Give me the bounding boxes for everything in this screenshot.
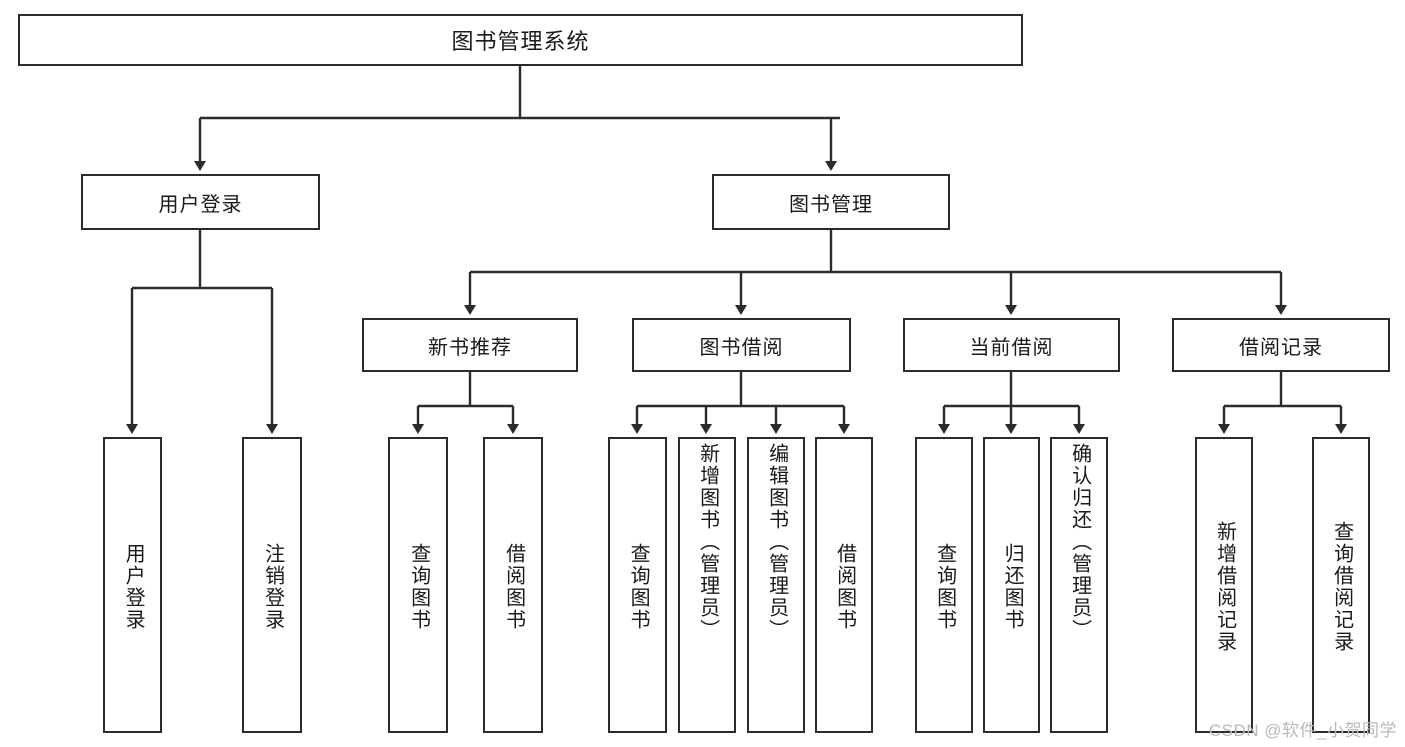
node-root[interactable]: 图书管理系统 xyxy=(18,14,1023,66)
leaf-edit-book-admin-label: 编辑图书（管理员） xyxy=(765,443,788,641)
watermark: CSDN @软件_小贺同学 xyxy=(1208,721,1397,740)
node-new-book-recommend-label: 新书推荐 xyxy=(428,336,512,359)
leaf-borrow-book-recommend-label: 借阅图书 xyxy=(502,543,525,631)
leaf-logout-label: 注销登录 xyxy=(261,543,284,631)
leaf-user-login-label: 用户登录 xyxy=(122,543,145,631)
leaf-query-book-current-label: 查询图书 xyxy=(933,543,956,631)
leaf-edit-book-admin[interactable]: 编辑图书（管理员） xyxy=(747,437,805,733)
node-user-login-label: 用户登录 xyxy=(158,193,243,216)
leaf-borrow-book-recommend[interactable]: 借阅图书 xyxy=(483,437,543,733)
node-book-management-label: 图书管理 xyxy=(789,193,873,216)
leaf-add-borrow-record[interactable]: 新增借阅记录 xyxy=(1195,437,1253,733)
node-root-label: 图书管理系统 xyxy=(451,29,590,54)
leaf-add-book-admin-label: 新增图书（管理员） xyxy=(696,443,719,641)
node-current-borrow-label: 当前借阅 xyxy=(969,336,1054,359)
leaf-logout[interactable]: 注销登录 xyxy=(242,437,302,733)
node-current-borrow[interactable]: 当前借阅 xyxy=(903,318,1120,372)
leaf-query-book-recommend-label: 查询图书 xyxy=(407,543,430,631)
leaf-confirm-return-admin[interactable]: 确认归还（管理员） xyxy=(1050,437,1108,733)
node-book-borrow[interactable]: 图书借阅 xyxy=(632,318,851,372)
node-user-login[interactable]: 用户登录 xyxy=(81,174,320,230)
leaf-query-borrow-record-label: 查询借阅记录 xyxy=(1330,521,1353,653)
leaf-query-book-current[interactable]: 查询图书 xyxy=(915,437,973,733)
leaf-query-book-recommend[interactable]: 查询图书 xyxy=(388,437,448,733)
leaf-user-login[interactable]: 用户登录 xyxy=(103,437,162,733)
leaf-borrow-book-label: 借阅图书 xyxy=(833,543,856,631)
leaf-add-book-admin[interactable]: 新增图书（管理员） xyxy=(678,437,736,733)
leaf-borrow-book[interactable]: 借阅图书 xyxy=(815,437,873,733)
leaf-confirm-return-admin-label: 确认归还（管理员） xyxy=(1068,443,1091,641)
node-book-borrow-label: 图书借阅 xyxy=(699,336,784,359)
node-book-management[interactable]: 图书管理 xyxy=(712,174,950,230)
leaf-return-book-label: 归还图书 xyxy=(1001,543,1024,631)
node-borrow-records[interactable]: 借阅记录 xyxy=(1172,318,1390,372)
leaf-add-borrow-record-label: 新增借阅记录 xyxy=(1213,521,1236,653)
leaf-query-book-borrow-label: 查询图书 xyxy=(627,543,650,631)
leaf-return-book[interactable]: 归还图书 xyxy=(983,437,1040,733)
node-new-book-recommend[interactable]: 新书推荐 xyxy=(362,318,578,372)
node-borrow-records-label: 借阅记录 xyxy=(1239,336,1323,359)
leaf-query-book-borrow[interactable]: 查询图书 xyxy=(608,437,667,733)
leaf-query-borrow-record[interactable]: 查询借阅记录 xyxy=(1312,437,1370,733)
